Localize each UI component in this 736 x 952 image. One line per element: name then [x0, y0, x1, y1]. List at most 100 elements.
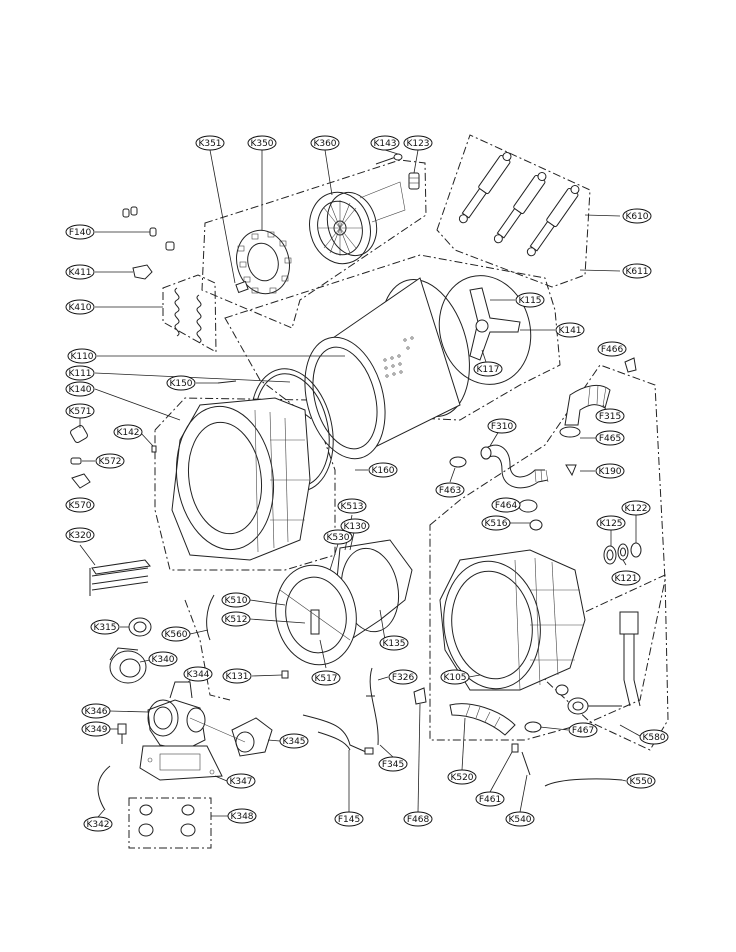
svg-text:K340: K340 [151, 655, 174, 665]
drain-pump-housing-part [147, 681, 206, 751]
svg-text:K150: K150 [169, 379, 192, 389]
clamp-f467-part [524, 721, 542, 733]
svg-text:K315: K315 [93, 623, 116, 633]
svg-text:F465: F465 [599, 434, 621, 444]
svg-text:K117: K117 [476, 365, 499, 375]
svg-text:F464: F464 [495, 501, 518, 511]
front-tub-part [171, 397, 311, 561]
inlet-hose-part [480, 444, 549, 489]
label-K348: K348 [227, 808, 257, 824]
label-K123: K123 [403, 135, 433, 151]
svg-text:K123: K123 [406, 139, 429, 149]
label-F466: F466 [597, 341, 627, 357]
label-K349: K349 [81, 721, 111, 737]
svg-text:K516: K516 [484, 519, 507, 529]
label-F461: F461 [475, 791, 505, 807]
wire-part [97, 765, 111, 811]
label-K517: K517 [311, 670, 341, 686]
feet-part [138, 804, 196, 837]
pump-motor-part [109, 647, 147, 684]
label-K131: K131 [222, 668, 252, 684]
rotor-fan-part [309, 191, 378, 265]
svg-text:K510: K510 [224, 596, 247, 606]
valve-k516-part [529, 519, 543, 531]
label-K342: K342 [83, 816, 113, 832]
label-K512: K512 [221, 611, 251, 627]
svg-text:K611: K611 [625, 267, 648, 277]
svg-text:F140: F140 [69, 228, 92, 238]
label-K135: K135 [379, 635, 409, 651]
label-K346: K346 [81, 703, 111, 719]
pump-motor-rear-part [231, 717, 273, 757]
svg-text:K512: K512 [224, 615, 247, 625]
svg-text:K560: K560 [164, 630, 187, 640]
svg-text:K513: K513 [340, 502, 363, 512]
svg-text:K540: K540 [508, 815, 531, 825]
svg-text:K121: K121 [614, 574, 637, 584]
svg-text:K111: K111 [68, 369, 91, 379]
label-F463: F463 [435, 482, 465, 498]
spider-part [438, 275, 532, 385]
svg-text:F145: F145 [338, 815, 360, 825]
label-K125: K125 [596, 515, 626, 531]
hall-sensor-part [235, 280, 249, 294]
cable-k550-part [544, 778, 623, 787]
svg-text:F345: F345 [382, 760, 404, 770]
svg-text:F315: F315 [599, 412, 621, 422]
pump-hose-part [555, 611, 641, 715]
stator-part [236, 229, 292, 295]
label-K141: K141 [555, 322, 585, 338]
svg-text:K141: K141 [558, 326, 581, 336]
svg-text:K125: K125 [599, 519, 622, 529]
hose-k540-part [521, 751, 531, 776]
label-K142: K142 [113, 424, 143, 440]
svg-text:K580: K580 [642, 733, 665, 743]
label-F345: F345 [378, 756, 408, 772]
svg-text:K410: K410 [68, 303, 91, 313]
label-F310: F310 [487, 418, 517, 434]
label-K115: K115 [515, 292, 545, 308]
label-K411: K411 [65, 264, 95, 280]
label-F464: F464 [491, 497, 521, 513]
label-K540: K540 [505, 811, 535, 827]
shock-absorbers-part [458, 151, 580, 257]
svg-text:K110: K110 [70, 352, 93, 362]
label-K111: K111 [65, 365, 95, 381]
label-K130: K130 [340, 518, 370, 534]
svg-text:K550: K550 [629, 777, 652, 787]
svg-text:F326: F326 [392, 673, 415, 683]
svg-text:F466: F466 [601, 345, 624, 355]
svg-text:K347: K347 [229, 777, 252, 787]
svg-text:K572: K572 [98, 457, 121, 467]
svg-text:F467: F467 [572, 726, 594, 736]
label-K344: K344 [183, 666, 213, 682]
svg-text:K160: K160 [371, 466, 394, 476]
label-K410: K410 [65, 299, 95, 315]
label-K122: K122 [621, 500, 651, 516]
clip-part [132, 264, 153, 280]
svg-text:K411: K411 [68, 268, 91, 278]
nut-part [408, 172, 420, 190]
label-K520: K520 [447, 769, 477, 785]
label-F467: F467 [568, 722, 598, 738]
heater-part [89, 559, 151, 596]
bolt-part [375, 153, 403, 165]
svg-text:K520: K520 [450, 773, 473, 783]
label-K360: K360 [310, 135, 340, 151]
svg-text:K344: K344 [186, 670, 209, 680]
base-plate-part [139, 745, 223, 781]
svg-text:K610: K610 [625, 212, 648, 222]
pump-cap-part [117, 723, 127, 744]
callout-labels: K351 K350 K360 K143 K123 F140 K411 K410 … [65, 135, 669, 832]
bearings-part [603, 542, 642, 565]
label-K190: K190 [595, 463, 625, 479]
label-K160: K160 [368, 462, 398, 478]
svg-text:K140: K140 [68, 385, 91, 395]
drum-part [304, 277, 470, 460]
svg-text:K190: K190 [598, 467, 621, 477]
label-K345: K345 [279, 733, 309, 749]
label-K571: K571 [65, 403, 95, 419]
svg-text:K320: K320 [68, 531, 91, 541]
label-K580: K580 [639, 729, 669, 745]
svg-text:K130: K130 [343, 522, 366, 532]
